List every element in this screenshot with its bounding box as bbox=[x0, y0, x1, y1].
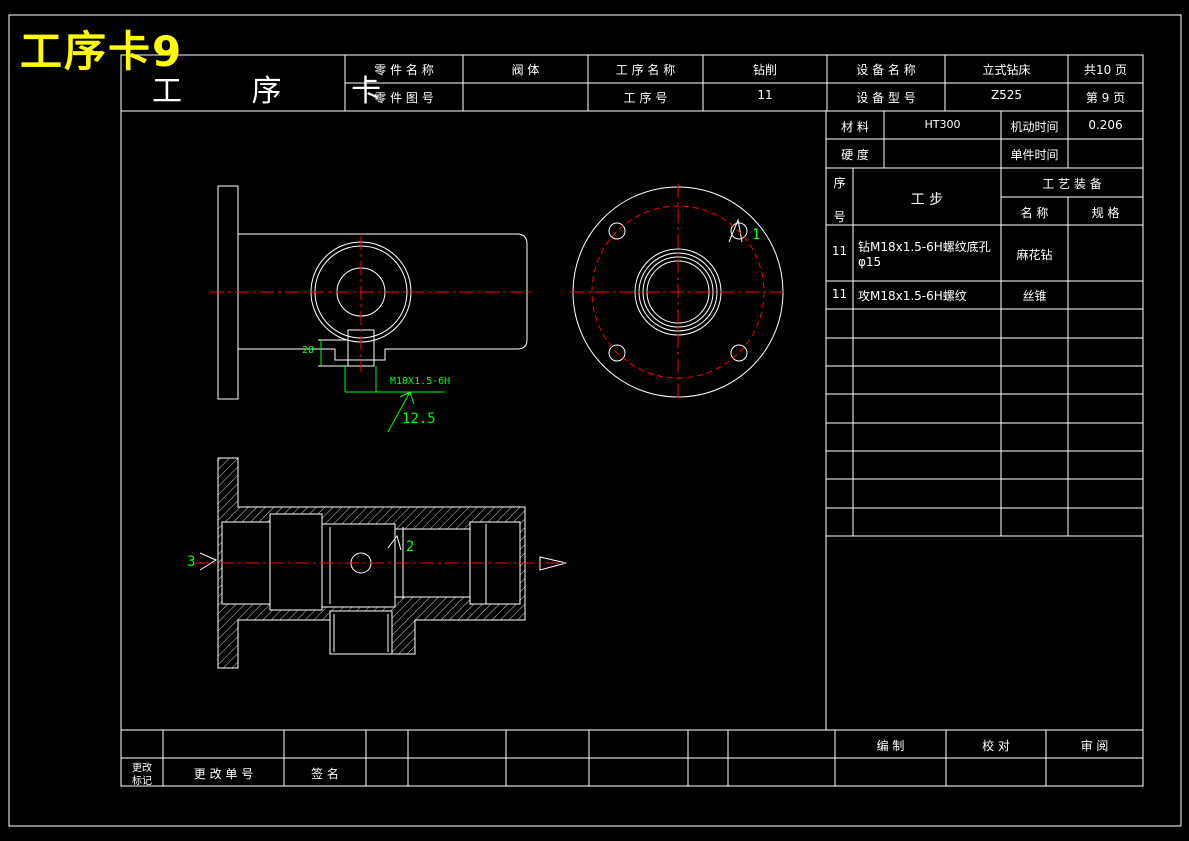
equip-header: 工 艺 装 备 bbox=[1042, 177, 1102, 191]
equip-model-label: 设 备 型 号 bbox=[856, 91, 916, 105]
equip-model-value: Z525 bbox=[990, 88, 1023, 102]
row2-tool: 丝锥 bbox=[1022, 289, 1047, 303]
row2-step: 攻M18x1.5-6H螺纹 bbox=[858, 289, 967, 303]
depth-annotation: 28 bbox=[302, 345, 315, 356]
row1-tool: 麻花钻 bbox=[1016, 248, 1053, 262]
row1-seq: 11 bbox=[831, 244, 848, 258]
part-name-label: 零 件 名 称 bbox=[374, 63, 434, 77]
compile-label: 编 制 bbox=[876, 739, 905, 753]
tool-spec-header: 规 格 bbox=[1091, 206, 1120, 220]
thread-annotation: M18X1.5-6H bbox=[390, 376, 451, 387]
sign-label: 签 名 bbox=[311, 767, 339, 781]
op-no-value: 11 bbox=[757, 88, 773, 102]
op-no-label: 工 序 号 bbox=[623, 91, 668, 105]
review-label: 审 阅 bbox=[1080, 739, 1109, 753]
total-pages: 共10 页 bbox=[1083, 63, 1128, 77]
tool-name-header: 名 称 bbox=[1020, 206, 1049, 220]
seq-label-top: 序 bbox=[833, 176, 846, 190]
equip-name-label: 设 备 名 称 bbox=[856, 63, 916, 77]
locator-1: 1 bbox=[752, 227, 761, 243]
hardness-label: 硬 度 bbox=[841, 148, 869, 162]
sheet-label: 工序卡9 bbox=[20, 27, 184, 76]
change-mark-label-2: 标记 bbox=[132, 776, 152, 787]
change-no-label: 更 改 单 号 bbox=[193, 767, 254, 781]
card-title: 工 序 卡 bbox=[152, 74, 412, 109]
outer-border bbox=[8, 14, 1182, 827]
locator-2: 2 bbox=[406, 539, 415, 555]
op-name-label: 工 序 名 称 bbox=[615, 63, 676, 77]
seq-label-bottom: 号 bbox=[833, 210, 846, 224]
material-label: 材 料 bbox=[841, 120, 869, 134]
machine-time-label: 机动时间 bbox=[1010, 120, 1059, 134]
check-label: 校 对 bbox=[982, 739, 1010, 753]
roughness-annotation: 12.5 bbox=[402, 411, 436, 427]
material-value: HT300 bbox=[924, 118, 961, 131]
row2-seq: 11 bbox=[831, 287, 848, 301]
change-mark-label: 更改 bbox=[132, 763, 152, 774]
unit-time-label: 单件时间 bbox=[1010, 148, 1059, 162]
machine-time-value: 0.206 bbox=[1088, 118, 1123, 132]
row1-step: 钻M18x1.5-6H螺纹底孔 bbox=[858, 240, 991, 254]
locator-3: 3 bbox=[187, 554, 196, 570]
equip-name-value: 立式钻床 bbox=[982, 63, 1031, 77]
page-number: 第 9 页 bbox=[1085, 91, 1126, 105]
step-label: 工 步 bbox=[910, 192, 944, 208]
op-name-value: 钻削 bbox=[752, 63, 777, 77]
part-drawing-label: 零 件 图 号 bbox=[374, 91, 434, 105]
part-name-value: 阀 体 bbox=[511, 63, 540, 77]
inner-frame bbox=[120, 54, 1144, 787]
row1-step-line2: φ15 bbox=[858, 255, 882, 269]
